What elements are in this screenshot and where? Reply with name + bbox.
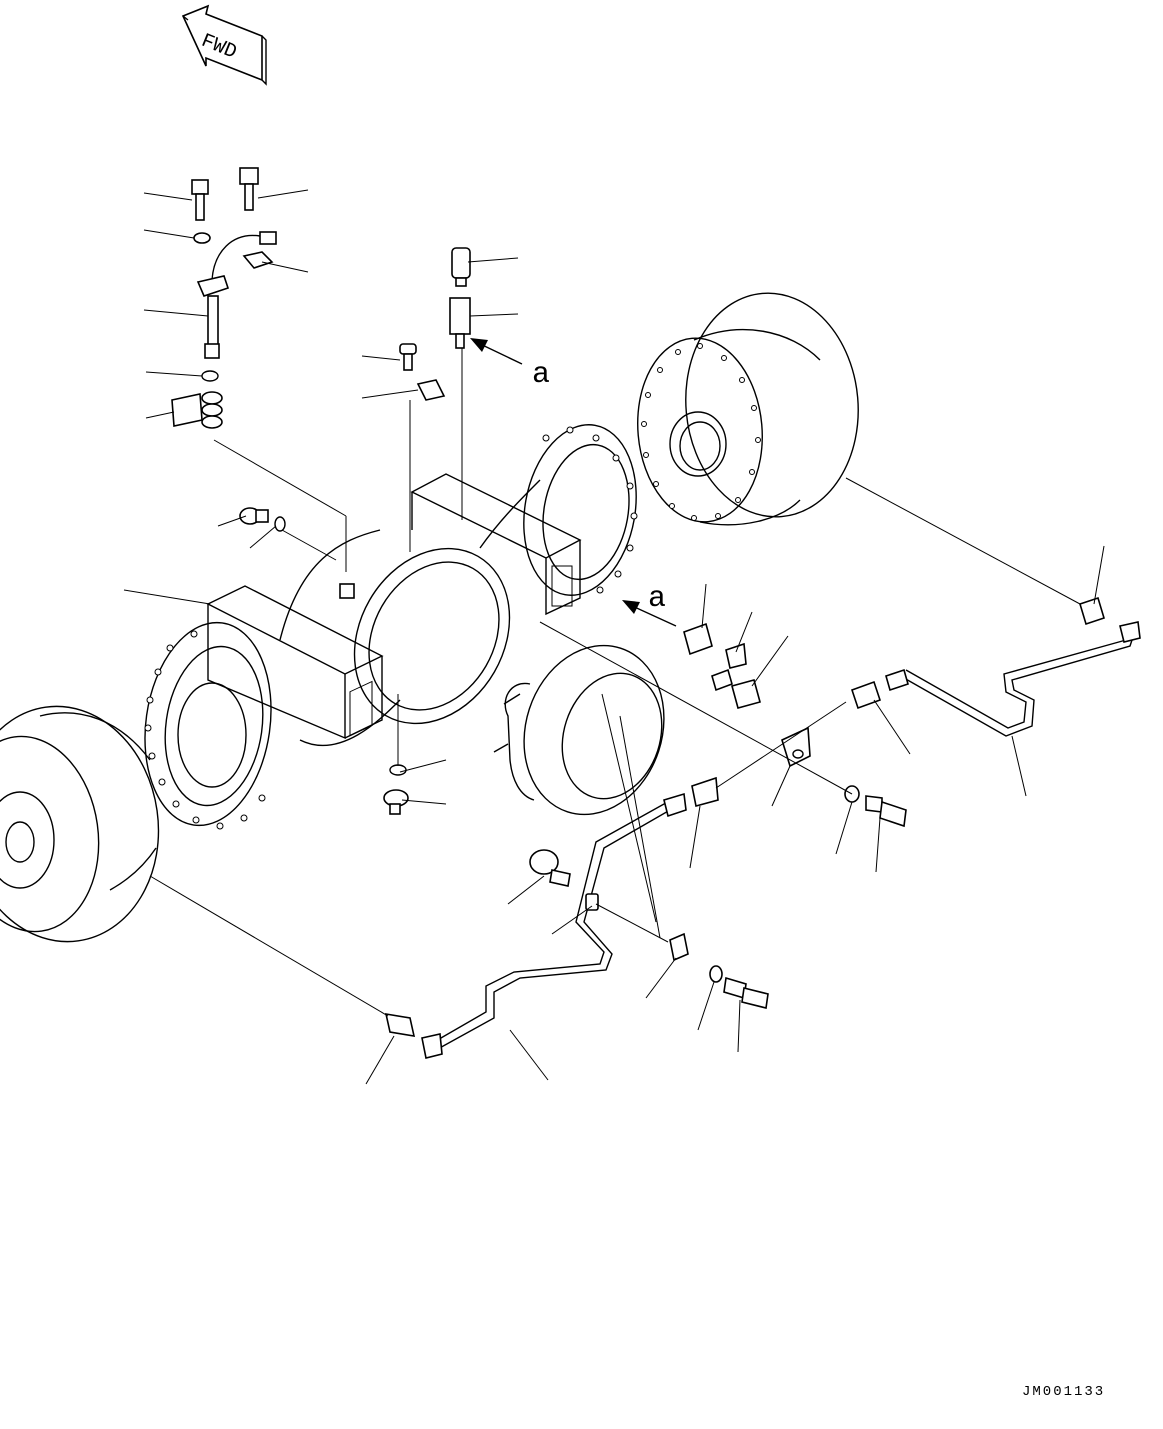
brake-pipe-left [384, 776, 769, 1059]
flange-bolts-left [144, 630, 266, 830]
view-a-label-top: a [532, 358, 550, 392]
wheel-hub-left [0, 705, 160, 943]
view-a-label-side: a [648, 582, 666, 616]
differential-carrier [493, 644, 665, 816]
leader-lines [123, 189, 1105, 1085]
fwd-arrow-icon: FWD [181, 4, 267, 86]
wheel-hub-right [637, 292, 859, 526]
sensor-stack [399, 247, 471, 401]
brake-pipe-right [683, 596, 1141, 828]
flange-bolts-right [542, 426, 638, 594]
view-a-arrow-top: a [470, 338, 550, 392]
breather-assembly [171, 167, 277, 429]
drawing-number: JM001133 [1022, 1384, 1106, 1400]
hub-right-bolt-ring [641, 343, 761, 521]
axle-housing [144, 424, 638, 830]
drain-plugs [239, 507, 409, 815]
view-a-arrow-side: a [622, 582, 677, 627]
